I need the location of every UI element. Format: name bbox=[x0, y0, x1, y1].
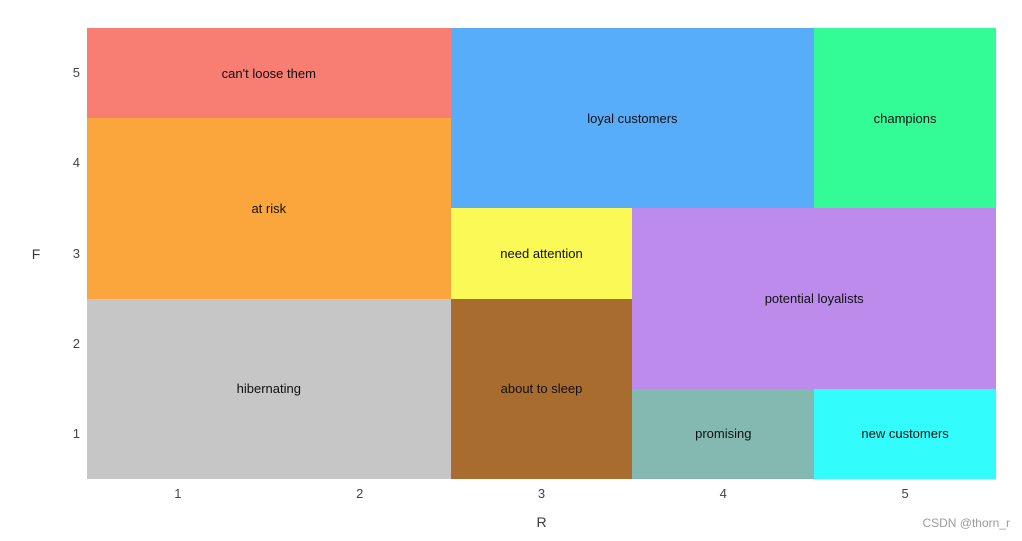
segment-loyal-customers: loyal customers bbox=[450, 28, 815, 209]
x-tick-3: 3 bbox=[537, 486, 546, 501]
y-tick-2: 2 bbox=[72, 335, 80, 351]
segment-label: promising bbox=[695, 426, 752, 442]
x-tick-5: 5 bbox=[901, 486, 909, 501]
segment-label: hibernating bbox=[236, 381, 301, 397]
segment-label: can't loose them bbox=[221, 65, 316, 81]
y-axis-title: F bbox=[31, 246, 41, 262]
segment-label: new customers bbox=[861, 426, 949, 442]
x-tick-4: 4 bbox=[719, 486, 727, 501]
segment-label: at risk bbox=[251, 200, 287, 216]
plot-area: can't loose them at risk hibernating loyal … bbox=[87, 28, 996, 479]
segment-at-risk: at risk bbox=[87, 118, 451, 299]
segment-potential-loyalists: potential loyalists bbox=[632, 208, 996, 389]
segment-label: potential loyalists bbox=[764, 291, 864, 307]
y-tick-4: 4 bbox=[72, 155, 80, 171]
segment-label: about to sleep bbox=[500, 381, 583, 397]
y-tick-3: 3 bbox=[72, 245, 80, 261]
segment-promising: promising bbox=[632, 388, 815, 479]
segment-hibernating: hibernating bbox=[87, 298, 451, 479]
x-tick-1: 1 bbox=[174, 486, 182, 501]
segment-label: need attention bbox=[500, 245, 583, 261]
segment-champions: champions bbox=[814, 28, 996, 209]
segment-about-to-sleep: about to sleep bbox=[450, 298, 633, 479]
y-tick-1: 1 bbox=[72, 425, 80, 441]
segment-label: champions bbox=[873, 110, 937, 126]
y-tick-5: 5 bbox=[72, 65, 80, 81]
watermark: CSDN @thorn_r bbox=[922, 516, 1010, 530]
segment-label: loyal customers bbox=[587, 110, 678, 126]
x-axis-title: R bbox=[536, 514, 547, 530]
x-tick-2: 2 bbox=[356, 486, 364, 501]
segment-can-t-loose-them: can't loose them bbox=[87, 28, 451, 119]
segment-new-customers: new customers bbox=[814, 388, 996, 479]
segment-need-attention: need attention bbox=[450, 208, 633, 299]
